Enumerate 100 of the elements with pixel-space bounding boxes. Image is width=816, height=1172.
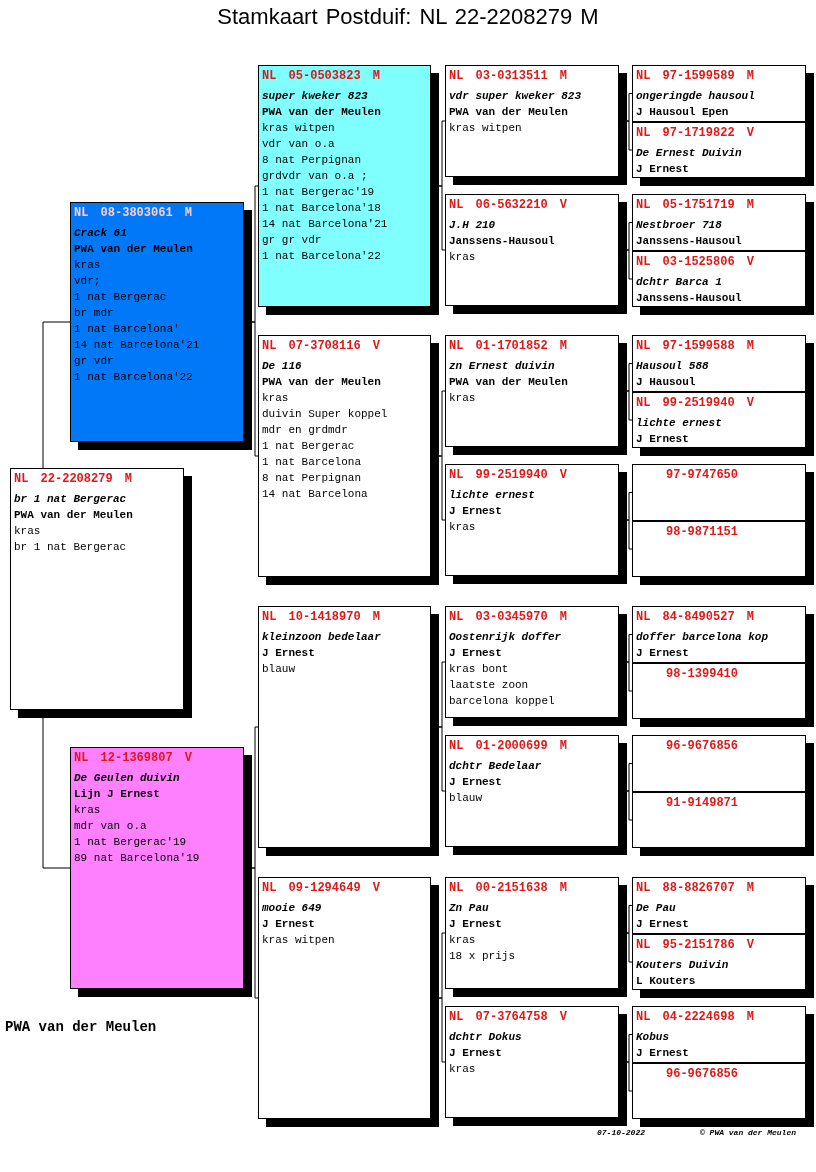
breeder-name: J Ernest: [262, 646, 316, 661]
breeder-name: J Ernest: [636, 432, 690, 447]
pigeon-name: De Geulen duivin: [74, 771, 181, 786]
breeder-name: PWA van der Meulen: [74, 242, 194, 257]
breeder-name: PWA van der Meulen: [14, 508, 134, 523]
ring-number: 91-9149871: [665, 795, 739, 811]
breeder-name: PWA van der Meulen: [449, 105, 569, 120]
pedigree-note: laatste zoon: [449, 678, 530, 693]
pedigree-note: kras witpen: [449, 121, 523, 136]
breeder-name: J Ernest: [636, 1046, 690, 1061]
ring-number: NL 07-3764758 V: [449, 1009, 569, 1025]
pigeon-name: ongeringde hausoul: [636, 89, 756, 104]
pigeon-name: super kweker 823: [262, 89, 369, 104]
pedigree-note: 1 nat Bergerac'19: [74, 835, 188, 850]
pigeon-name: Crack 61: [74, 226, 128, 241]
ring-number: NL 12-1369807 V: [74, 750, 194, 766]
pedigree-note: 1 nat Barcelona'22: [74, 370, 194, 385]
ring-number: NL 97-1719822 V: [636, 125, 756, 141]
pigeon-name: doffer barcelona kop: [636, 630, 770, 645]
copyright-note: © PWA van der Meulen: [700, 1128, 796, 1137]
pedigree-note: duivin Super koppel: [262, 407, 389, 422]
pedigree-note: kras: [74, 803, 102, 818]
breeder-name: Lijn J Ernest: [74, 787, 161, 802]
owner-name: PWA van der Meulen: [5, 1019, 157, 1035]
ring-number: 97-9747650: [665, 467, 739, 483]
pigeon-name: Nestbroer 718: [636, 218, 723, 233]
ring-number: 98-9871151: [665, 524, 739, 540]
pedigree-note: vdr;: [74, 274, 102, 289]
pigeon-name: De Pau: [636, 901, 677, 916]
ring-number: NL 03-0345970 M: [449, 609, 569, 625]
pigeon-name: De 116: [262, 359, 303, 374]
ring-number: NL 07-3708116 V: [262, 338, 382, 354]
pigeon-name: dchtr Barca 1: [636, 275, 723, 290]
pigeon-name: kleinzoon bedelaar: [262, 630, 382, 645]
breeder-name: J Ernest: [449, 504, 503, 519]
ring-number: NL 03-1525806 V: [636, 254, 756, 270]
ring-number: NL 22-2208279 M: [14, 471, 134, 487]
pedigree-note: 14 nat Barcelona'21: [74, 338, 201, 353]
pedigree-note: kras: [449, 1062, 477, 1077]
ring-number: NL 10-1418970 M: [262, 609, 382, 625]
pedigree-note: mdr van o.a: [74, 819, 148, 834]
pedigree-note: 18 x prijs: [449, 949, 516, 964]
ring-number: 96-9676856: [665, 1066, 739, 1082]
pedigree-note: br 1 nat Bergerac: [14, 540, 128, 555]
breeder-name: J Ernest: [449, 775, 503, 790]
pedigree-note: kras witpen: [262, 121, 336, 136]
ring-number: NL 88-8826707 M: [636, 880, 756, 896]
ring-number: 96-9676856: [665, 738, 739, 754]
breeder-name: PWA van der Meulen: [262, 105, 382, 120]
ring-number: NL 03-0313511 M: [449, 68, 569, 84]
pigeon-name: De Ernest Duivin: [636, 146, 743, 161]
pedigree-note: 1 nat Barcelona'18: [262, 201, 382, 216]
pigeon-name: Kobus: [636, 1030, 670, 1045]
pedigree-note: 89 nat Barcelona'19: [74, 851, 201, 866]
ring-number: NL 04-2224698 M: [636, 1009, 756, 1025]
ring-number: NL 00-2151638 M: [449, 880, 569, 896]
ring-number: NL 97-1599589 M: [636, 68, 756, 84]
pedigree-note: kras: [449, 933, 477, 948]
pigeon-name: Zn Pau: [449, 901, 490, 916]
breeder-name: PWA van der Meulen: [262, 375, 382, 390]
ring-number: NL 05-0503823 M: [262, 68, 382, 84]
pigeon-name: Oostenrijk doffer: [449, 630, 563, 645]
breeder-name: J Ernest: [636, 917, 690, 932]
pigeon-name: Kouters Duivin: [636, 958, 730, 973]
pedigree-note: blauw: [449, 791, 483, 806]
pigeon-name: zn Ernest duivin: [449, 359, 556, 374]
pigeon-name: mooie 649: [262, 901, 323, 916]
pedigree-note: 14 nat Barcelona: [262, 487, 369, 502]
pigeon-name: vdr super kweker 823: [449, 89, 583, 104]
pedigree-note: kras: [14, 524, 42, 539]
pedigree-note: kras: [449, 391, 477, 406]
breeder-name: Janssens-Hausoul: [636, 234, 743, 249]
print-date: 07-10-2022: [597, 1128, 645, 1137]
ring-number: NL 09-1294649 V: [262, 880, 382, 896]
breeder-name: Janssens-Hausoul: [449, 234, 556, 249]
pedigree-note: 1 nat Barcelona: [262, 455, 363, 470]
pedigree-note: grdvdr van o.a ;: [262, 169, 369, 184]
pedigree-note: kras: [262, 391, 290, 406]
pigeon-name: J.H 210: [449, 218, 497, 233]
pedigree-note: 1 nat Barcelona': [74, 322, 181, 337]
ring-number: NL 97-1599588 M: [636, 338, 756, 354]
breeder-name: Janssens-Hausoul: [636, 291, 743, 306]
breeder-name: J Hausoul: [636, 375, 697, 390]
pigeon-name: dchtr Bedelaar: [449, 759, 543, 774]
ring-number: NL 99-2519940 V: [449, 467, 569, 483]
pigeon-name: dchtr Dokus: [449, 1030, 523, 1045]
ring-number: NL 06-5632210 V: [449, 197, 569, 213]
pedigree-note: 1 nat Bergerac'19: [262, 185, 376, 200]
pedigree-line: [42, 321, 71, 469]
pedigree-note: mdr en grdmdr: [262, 423, 349, 438]
pigeon-name: lichte ernest: [449, 488, 536, 503]
pedigree-note: barcelona koppel: [449, 694, 556, 709]
pedigree-note: kras bont: [449, 662, 510, 677]
pedigree-note: 1 nat Bergerac: [262, 439, 356, 454]
pigeon-name: br 1 nat Bergerac: [14, 492, 128, 507]
pedigree-note: vdr van o.a: [262, 137, 336, 152]
pedigree-note: 14 nat Barcelona'21: [262, 217, 389, 232]
ring-number: NL 95-2151786 V: [636, 937, 756, 953]
pedigree-note: blauw: [262, 662, 296, 677]
ring-number: NL 84-8490527 M: [636, 609, 756, 625]
